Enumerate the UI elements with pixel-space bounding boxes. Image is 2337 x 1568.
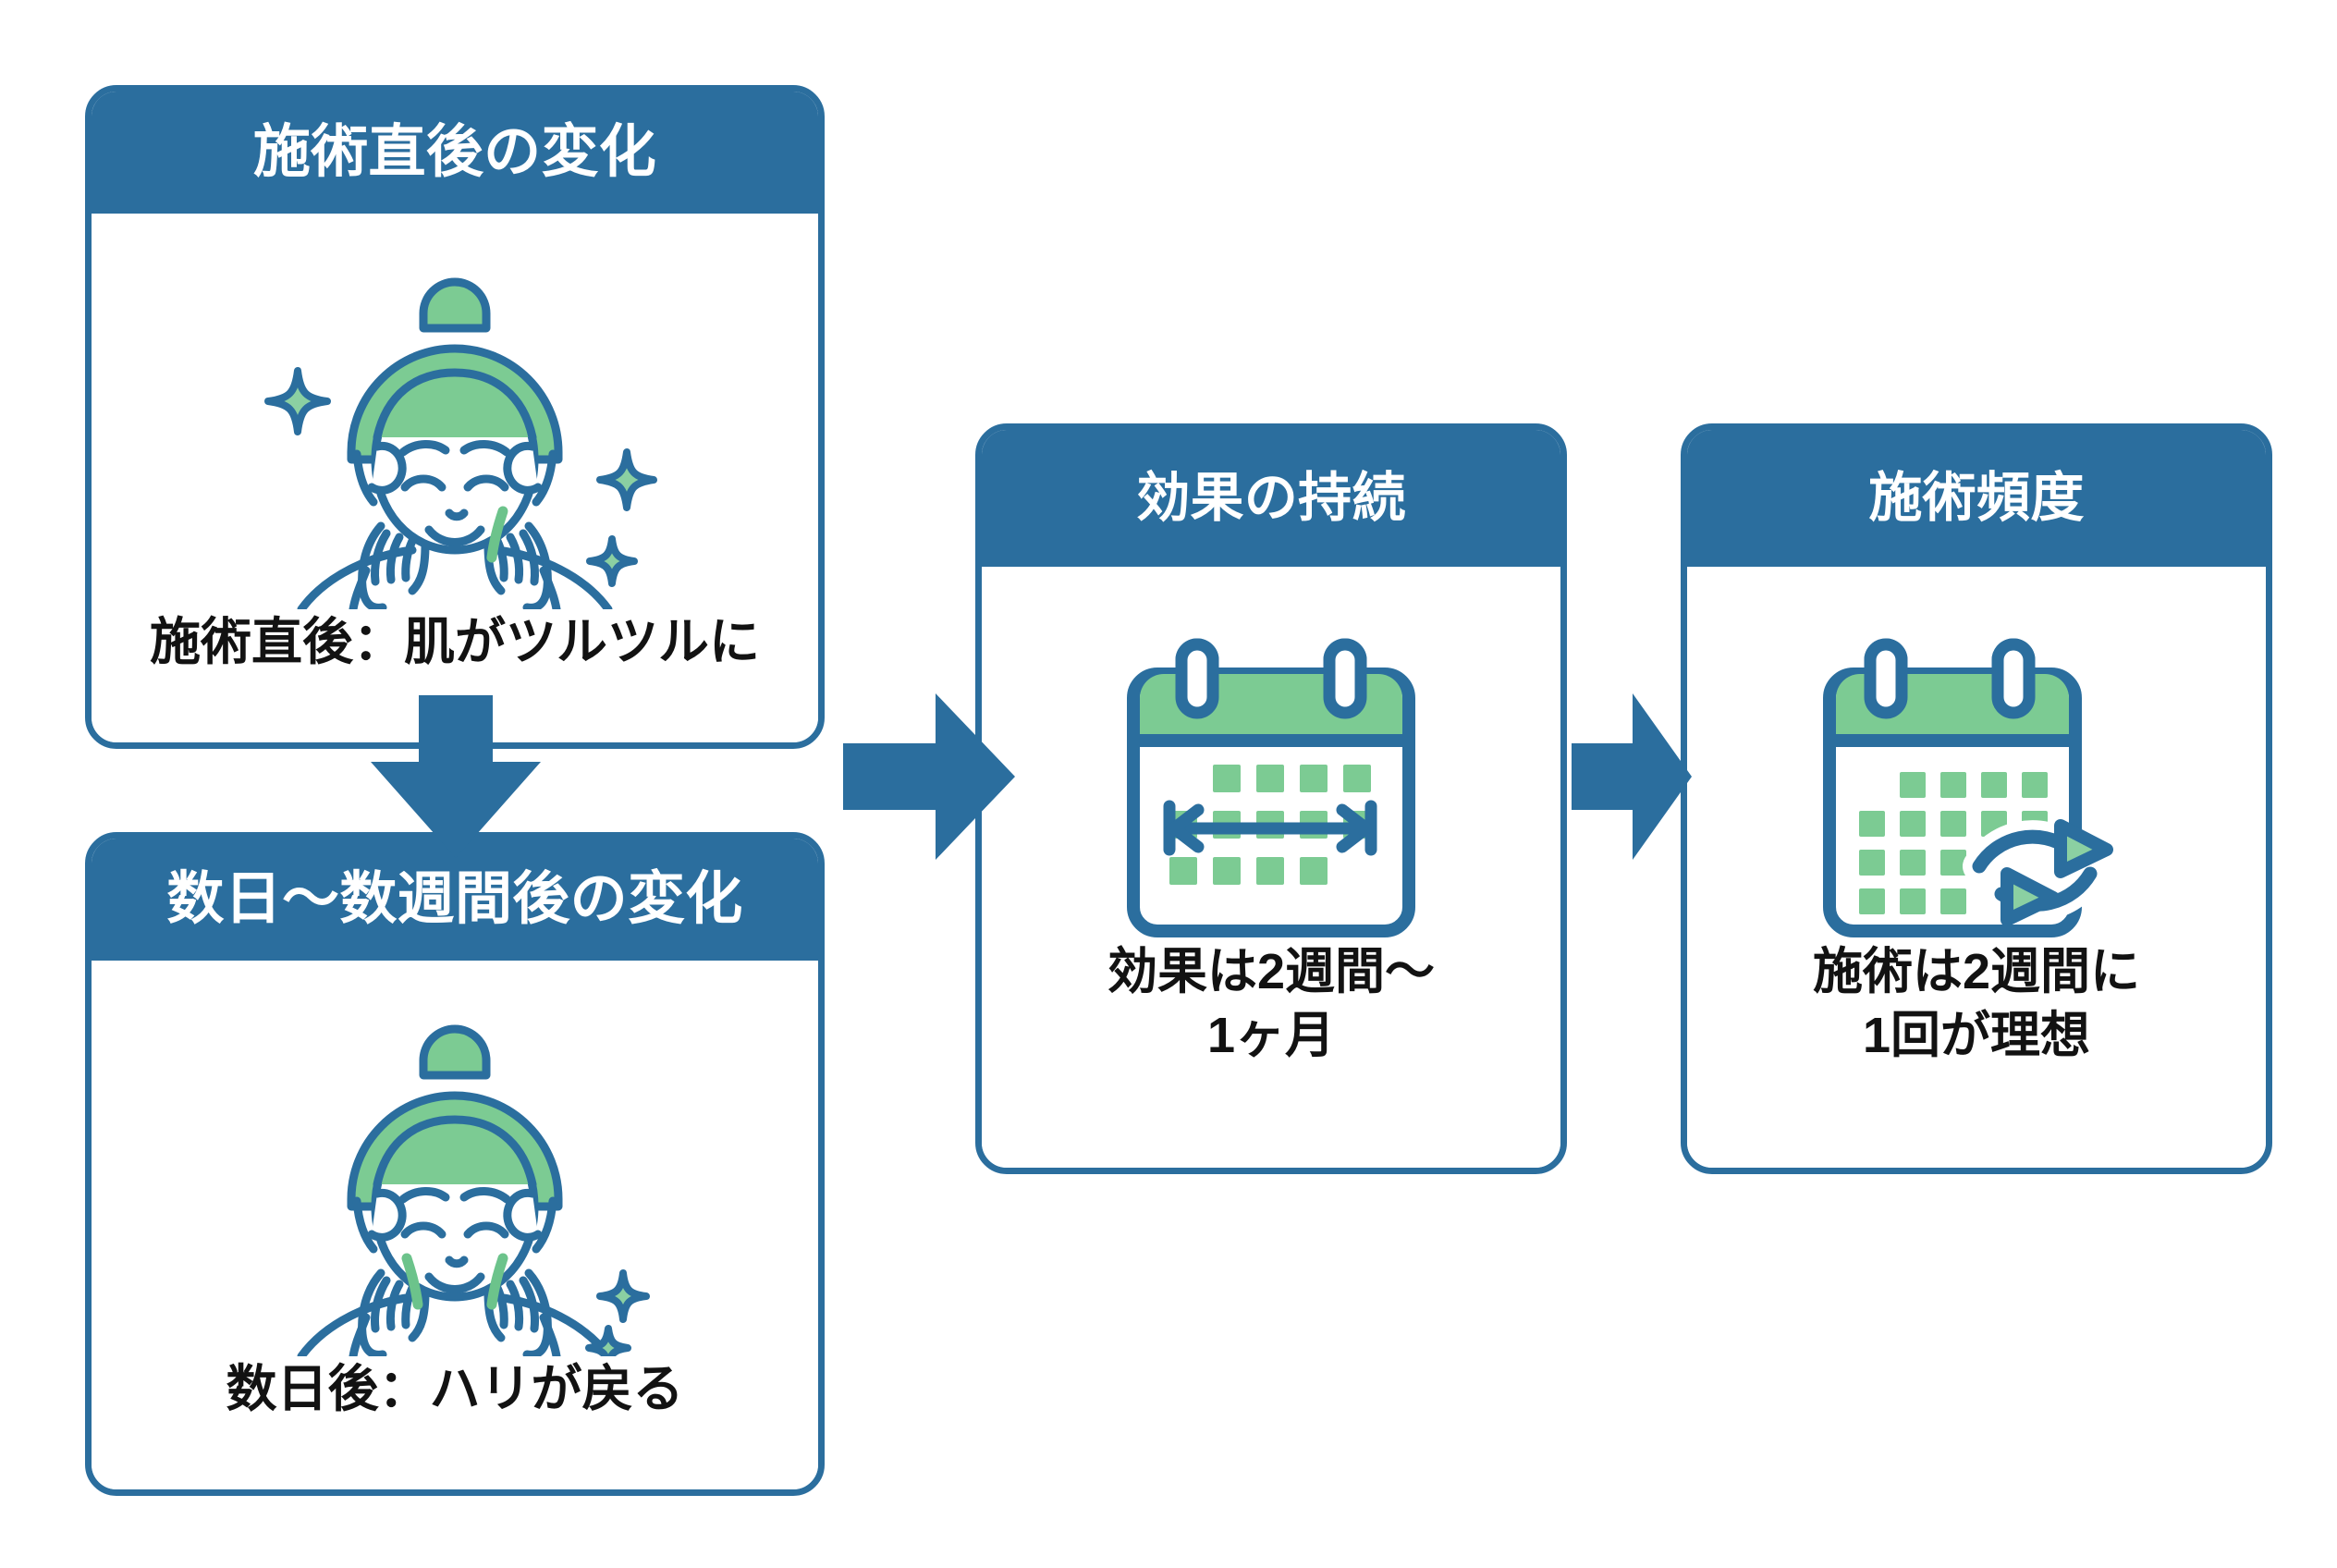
sparkle-icon: [585, 1268, 650, 1356]
card-body-later-change: 数日後：ハリが戻る: [92, 961, 818, 1489]
card-caption-later-change: 数日後：ハリが戻る: [226, 1359, 684, 1417]
card-caption-immediate-change: 施術直後：肌がツルツルに: [149, 612, 760, 670]
card-header-immediate-change: 施術直後の変化: [92, 92, 818, 214]
calendar-with-repeat-arrow-icon: [1823, 638, 2113, 937]
smiling-woman-touching-face-with-sparkles-icon: [297, 1024, 650, 1356]
sparkle-icon: [264, 366, 657, 587]
card-header-later-change: 数日〜数週間後の変化: [92, 839, 818, 961]
card-header-treatment-frequency: 施術頻度: [1687, 430, 2266, 567]
card-caption-effect-duration: 効果は2週間〜 1ヶ月: [1107, 943, 1436, 1063]
card-title-later-change: 数日〜数週間後の変化: [166, 866, 743, 931]
card-header-effect-duration: 効果の持続: [982, 430, 1560, 567]
card-later-change: 数日〜数週間後の変化: [85, 832, 825, 1496]
card-effect-duration: 効果の持続: [975, 423, 1567, 1174]
arrow-down-icon: [371, 695, 541, 858]
card-body-effect-duration: 効果は2週間〜 1ヶ月: [982, 567, 1560, 1168]
card-title-treatment-frequency: 施術頻度: [1868, 468, 2085, 529]
card-immediate-change: 施術直後の変化: [85, 85, 825, 749]
card-caption-treatment-frequency: 施術は2週間に 1回が理想: [1812, 943, 2141, 1063]
arrow-right-icon: [1572, 693, 1692, 860]
calendar-with-span-arrow-icon: [1127, 638, 1415, 937]
card-body-treatment-frequency: 施術は2週間に 1回が理想: [1687, 567, 2266, 1168]
smiling-woman-touching-face-with-sparkles-icon: [264, 277, 657, 609]
arrow-right-icon: [843, 693, 1015, 860]
card-treatment-frequency: 施術頻度: [1681, 423, 2272, 1174]
card-body-immediate-change: 施術直後：肌がツルツルに: [92, 214, 818, 742]
card-title-immediate-change: 施術直後の変化: [252, 119, 657, 184]
card-title-effect-duration: 効果の持続: [1136, 468, 1406, 529]
